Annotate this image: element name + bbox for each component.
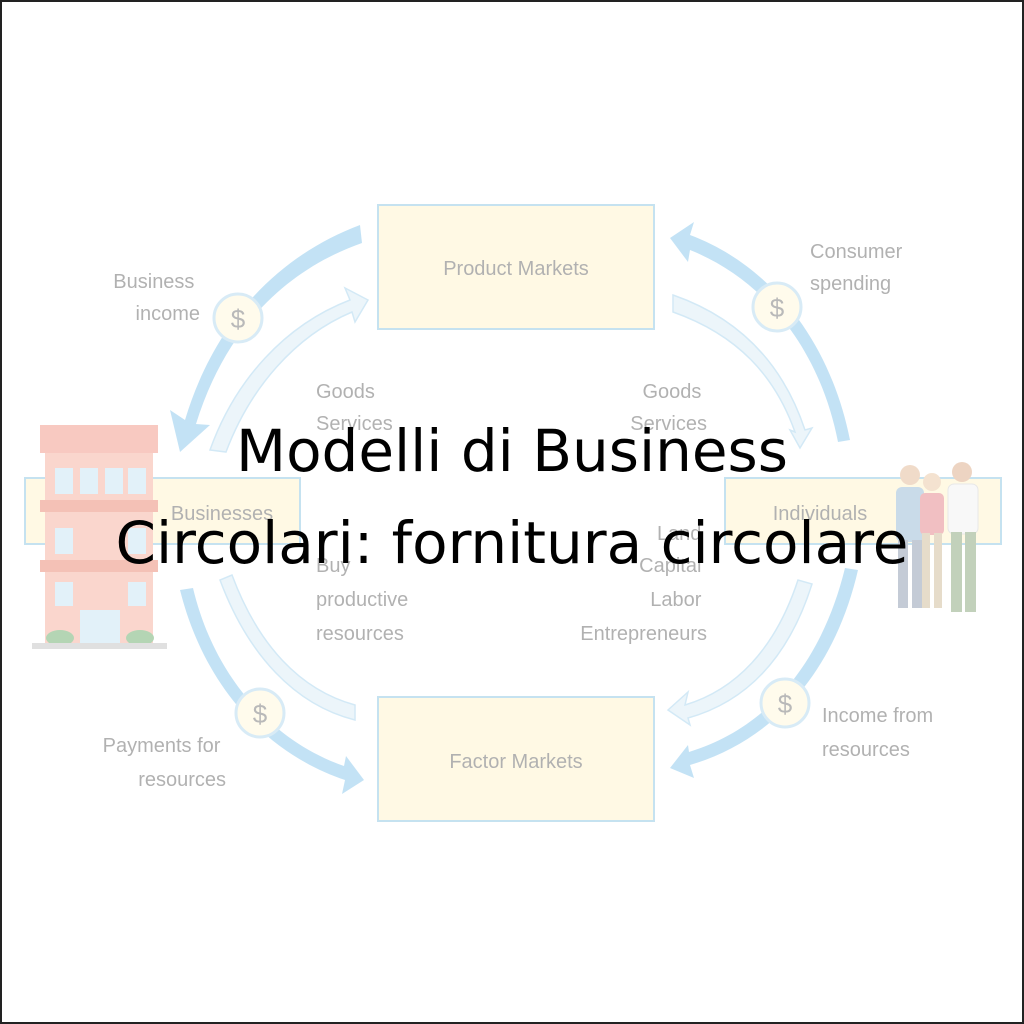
factor-markets-label: Factor Markets (449, 751, 582, 773)
title-line-2: Circolari: fornitura circolare (115, 509, 909, 577)
label-goods-services-right: Goods Services (630, 381, 707, 435)
arrow-factors (666, 579, 813, 727)
label-business-income: Business income (113, 271, 200, 325)
individuals-label: Individuals (773, 503, 868, 525)
label-payments-for-resources: Payments for resources (103, 735, 226, 791)
label-factors: Land Capital Labor Entrepreneurs (580, 523, 707, 645)
arrow-goods-services-right (672, 293, 814, 450)
svg-text:$: $ (253, 699, 268, 729)
arrow-income-from-resources (670, 568, 858, 778)
coin-consumer-spending: $ (751, 281, 803, 333)
coin-payments: $ (234, 687, 286, 739)
overlay-title: Modelli di Business Circolari: fornitura… (0, 405, 1024, 589)
individuals-box (724, 477, 1002, 545)
arrow-payments-for-resources (180, 588, 364, 794)
svg-text:$: $ (778, 689, 793, 719)
coin-business-income: $ (212, 292, 264, 344)
label-income-from-resources: Income from resources (822, 705, 939, 761)
svg-text:$: $ (231, 304, 246, 334)
product-markets-label: Product Markets (443, 258, 589, 280)
arrow-buy-resources (219, 574, 356, 721)
label-buy-productive-resources: Buy productive resources (316, 555, 414, 645)
building-icon (32, 425, 167, 649)
arrow-consumer-spending (670, 222, 850, 442)
product-markets-box (377, 204, 655, 330)
factor-markets-box (377, 696, 655, 822)
coin-income-from: $ (759, 677, 811, 729)
people-icon (896, 462, 979, 612)
svg-text:$: $ (770, 293, 785, 323)
title-line-1: Modelli di Business (236, 417, 788, 485)
label-consumer-spending: Consumer spending (810, 241, 908, 295)
businesses-box (24, 477, 301, 545)
label-goods-services-left: Goods Services (316, 381, 393, 435)
arrow-goods-services-left (208, 286, 370, 453)
arrow-business-income (170, 225, 362, 452)
businesses-label: Businesses (171, 503, 273, 525)
